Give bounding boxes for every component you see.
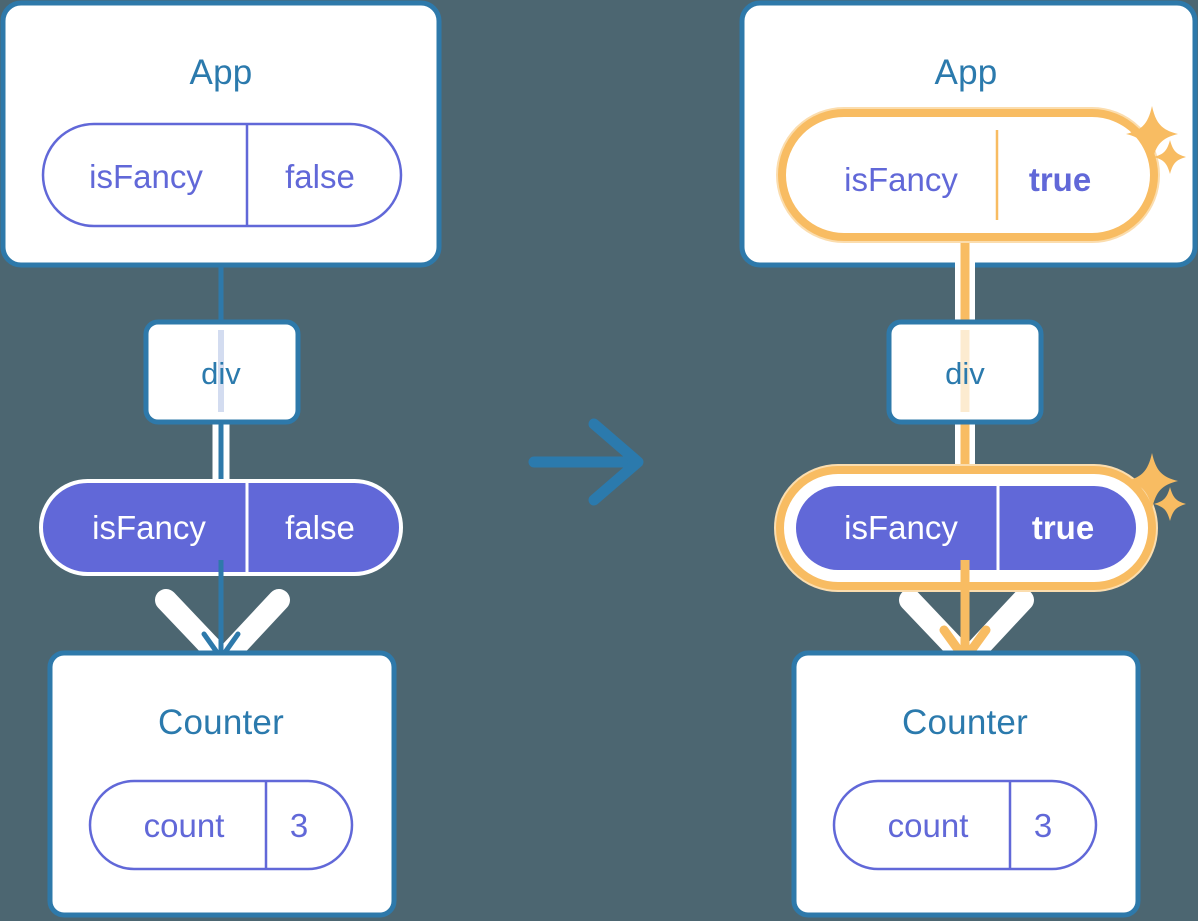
state-pill-isfancy-after xyxy=(800,130,1136,220)
after-panel xyxy=(739,0,1198,918)
before-panel xyxy=(0,0,442,918)
sparkle-icon xyxy=(1126,453,1186,521)
sparkle-icon xyxy=(1126,106,1186,174)
prop-pill-isfancy-after xyxy=(796,486,1136,570)
state-pill-count-after xyxy=(832,779,1098,871)
state-pill-count-before xyxy=(88,779,354,871)
state-pill-isfancy-before xyxy=(41,122,403,228)
arrow-right-icon xyxy=(528,418,644,506)
